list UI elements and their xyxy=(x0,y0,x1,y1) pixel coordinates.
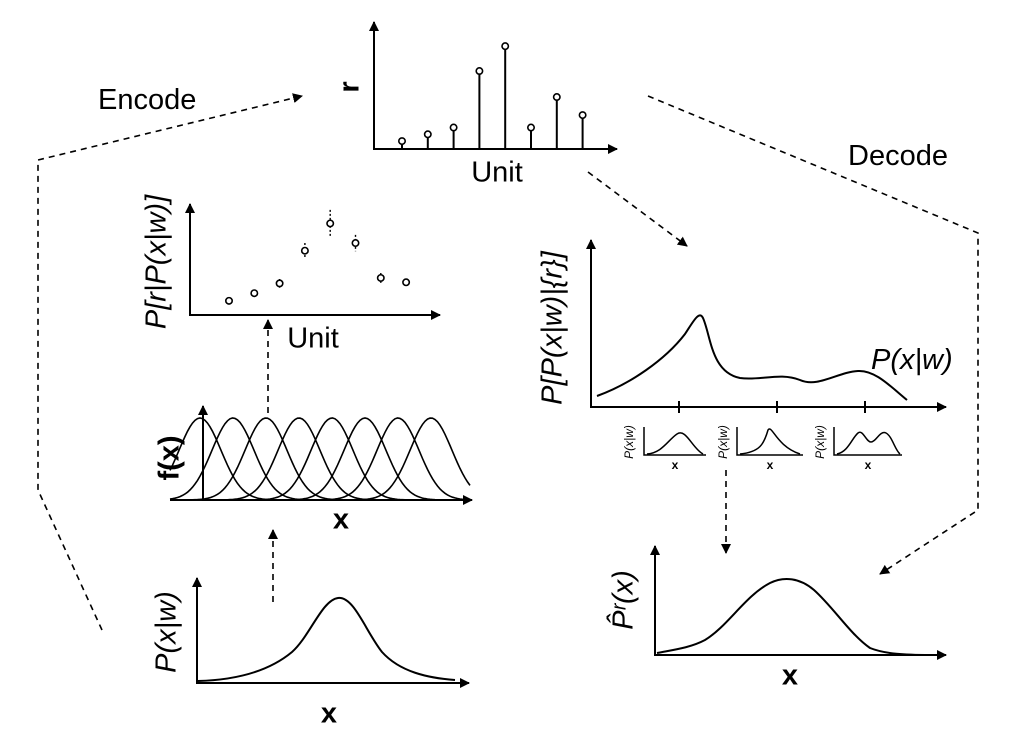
decoded-curve xyxy=(656,577,931,656)
response-stem-head xyxy=(449,123,458,132)
axes xyxy=(185,21,947,688)
posterior-axes xyxy=(590,242,947,412)
encode-flow-line xyxy=(37,93,303,631)
likelihood-mark xyxy=(376,273,385,282)
mini-panel-2-curve xyxy=(739,428,801,455)
mini-panel-2-axes xyxy=(736,427,803,456)
posterior-ticks xyxy=(678,401,866,413)
likelihood-x-label: Unit xyxy=(287,322,339,355)
response-stem-head xyxy=(423,130,432,139)
mini-panel-2-y-label: P(x|w) xyxy=(716,425,730,459)
response-stem-head xyxy=(397,137,406,146)
likelihood-mark xyxy=(250,289,259,298)
mini-panel-3-curve xyxy=(836,431,901,455)
prior-axes xyxy=(196,580,470,688)
likelihood-mark xyxy=(300,246,309,255)
decoded-y-label: P̂ʳ(x) xyxy=(607,570,640,630)
response-stem-head xyxy=(578,111,587,120)
response-stem-head xyxy=(475,67,484,76)
tuning-curves xyxy=(169,417,471,501)
decoded-x-label: x xyxy=(781,659,799,692)
response-stems xyxy=(397,42,587,149)
prior-x-label: x xyxy=(320,697,338,730)
likelihood-mark xyxy=(225,296,234,305)
likelihood-y-label: P[r|P(x|w)] xyxy=(140,194,173,330)
encode-label: Encode xyxy=(98,84,197,116)
arrow-response-to-posterior xyxy=(587,171,688,247)
posterior-y-label: P[P(x|w)|{r}] xyxy=(536,251,569,405)
prior-y-label: P(x|w) xyxy=(150,591,183,673)
decode-label: Decode xyxy=(848,140,948,172)
mini-panel-3-axes xyxy=(833,427,902,456)
decode-flow-line xyxy=(647,95,979,575)
mini-panel-3-x-label: x xyxy=(864,458,872,472)
posterior-curve-label: P(x|w) xyxy=(871,344,953,376)
mini-panel-1-y-label: P(x|w) xyxy=(622,425,636,459)
mini-panel-1-x-label: x xyxy=(671,458,679,472)
response-x-label: Unit xyxy=(471,156,523,189)
response-stem-head xyxy=(552,93,561,102)
decoded-axes xyxy=(654,548,947,660)
response-y-label: r xyxy=(333,81,366,93)
likelihood-mark xyxy=(351,239,360,248)
tuning-y-label: f(x) xyxy=(153,435,186,481)
tuning-curve xyxy=(170,417,470,501)
response-stem-head xyxy=(501,42,510,51)
likelihood-mark xyxy=(402,278,411,287)
mini-panel-3-y-label: P(x|w) xyxy=(813,425,827,459)
posterior-curve xyxy=(596,314,908,401)
flow-connectors xyxy=(37,93,979,631)
likelihood-mark xyxy=(326,219,335,228)
mini-panels xyxy=(643,427,902,456)
mini-panel-1-axes xyxy=(643,427,706,456)
response-axes xyxy=(373,24,618,154)
likelihood-marks xyxy=(225,209,411,305)
prior-curve xyxy=(197,597,456,682)
mini-panel-2-x-label: x xyxy=(766,458,774,472)
likelihood-mark xyxy=(275,279,284,288)
response-stem-head xyxy=(526,123,535,132)
mini-panel-1-curve xyxy=(646,432,704,455)
tuning-x-label: x xyxy=(332,503,350,536)
tuning-curve xyxy=(170,417,471,501)
